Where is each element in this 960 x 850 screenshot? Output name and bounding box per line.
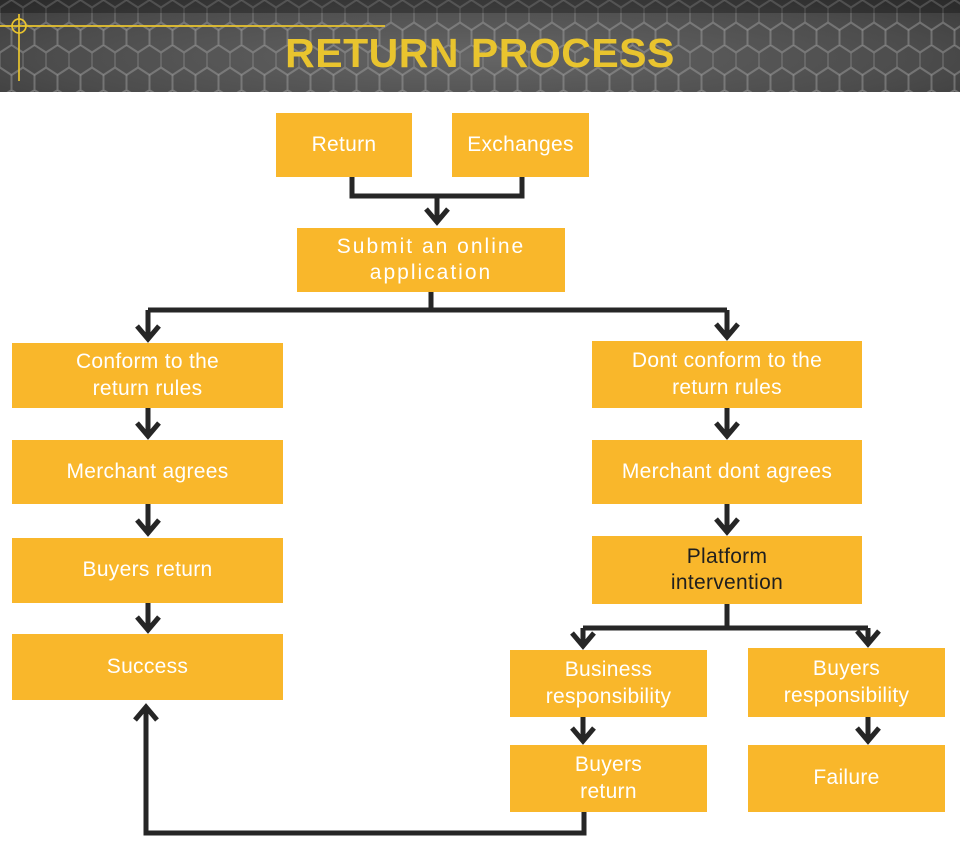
node-buyers-return: Buyers return [12,538,283,603]
node-submit-application: Submit an online application [297,228,565,292]
mesh-pattern [0,0,960,92]
node-buyers-responsibility: Buyers responsibility [748,648,945,717]
connector-feedback-loop-to-success [133,703,587,836]
node-conform-rules: Conform to the return rules [12,343,283,408]
node-failure: Failure [748,745,945,812]
node-dont-conform-rules: Dont conform to the return rules [592,341,862,408]
crosshair-ornament [0,14,385,81]
node-merchant-agrees: Merchant agrees [12,440,283,504]
header-banner: RETURN PROCESS [0,0,960,92]
node-exchanges: Exchanges [452,113,589,177]
page-title: RETURN PROCESS [285,30,675,76]
node-success: Success [12,634,283,700]
node-business-responsibility: Business responsibility [510,650,707,717]
node-platform-intervention: Platform intervention [592,536,862,604]
node-buyers-return-2: Buyers return [510,745,707,812]
node-merchant-dont-agrees: Merchant dont agrees [592,440,862,504]
connector-platform-rail [583,604,868,631]
connector-submit-rail [148,292,727,313]
node-return: Return [276,113,412,177]
connector-return-exchanges-join [349,177,525,199]
